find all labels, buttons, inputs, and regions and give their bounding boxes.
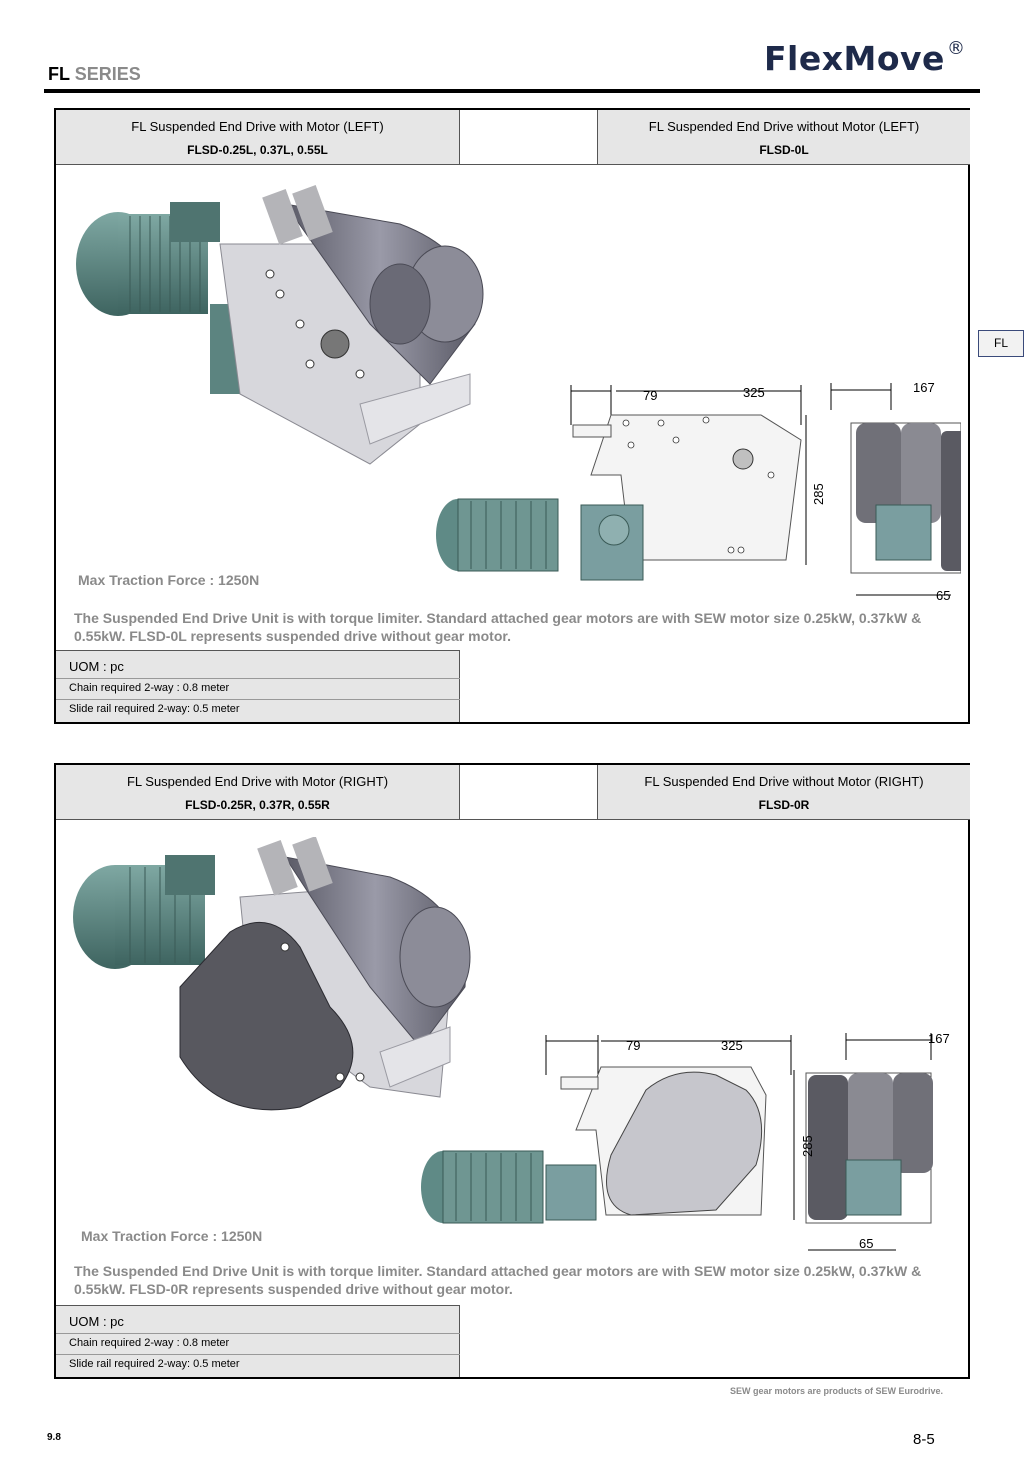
brand-logo: FlexMove®	[764, 38, 965, 78]
header-divider	[56, 819, 968, 820]
without-motor-title: FL Suspended End Drive without Motor (RI…	[644, 774, 924, 789]
series-word: SERIES	[74, 64, 141, 84]
dim-167: 167	[928, 1031, 950, 1046]
dim-167: 167	[913, 380, 935, 395]
uom-divider	[56, 1333, 460, 1334]
dim-325: 325	[721, 1038, 743, 1053]
page-title: FL SERIES	[48, 64, 141, 85]
traction-force: Max Traction Force : 1250N	[81, 1228, 263, 1244]
header-rule	[44, 89, 980, 93]
with-motor-header: FL Suspended End Drive with Motor (LEFT)…	[56, 110, 460, 165]
left-drive-panel: FL Suspended End Drive with Motor (LEFT)…	[54, 108, 970, 724]
brand-name: FlexMove	[764, 39, 945, 78]
rail-requirement: Slide rail required 2-way: 0.5 meter	[69, 703, 240, 715]
with-motor-code: FLSD-0.25L, 0.37L, 0.55L	[187, 143, 328, 157]
with-motor-code: FLSD-0.25R, 0.37R, 0.55R	[185, 798, 330, 812]
without-motor-header: FL Suspended End Drive without Motor (RI…	[597, 765, 970, 820]
without-motor-title: FL Suspended End Drive without Motor (LE…	[648, 119, 920, 134]
dimension-drawing: 79 325 167 285 65	[421, 1031, 950, 1251]
chain-requirement: Chain required 2-way : 0.8 meter	[69, 1337, 230, 1349]
uom-divider	[56, 699, 460, 700]
drive-unit-render	[73, 837, 471, 1111]
page-number: 8-5	[913, 1431, 935, 1448]
uom-box: UOM : pc Chain required 2-way : 0.8 mete…	[56, 650, 460, 722]
with-motor-title: FL Suspended End Drive with Motor (LEFT)	[131, 119, 384, 134]
dim-79: 79	[626, 1038, 640, 1053]
without-motor-code: FLSD-0R	[758, 798, 810, 812]
uom-label: UOM : pc	[69, 659, 124, 674]
dim-285: 285	[811, 483, 826, 505]
with-motor-header: FL Suspended End Drive with Motor (RIGHT…	[56, 765, 460, 820]
registered-mark: ®	[946, 38, 966, 59]
rail-requirement: Slide rail required 2-way: 0.5 meter	[69, 1358, 240, 1370]
with-motor-title: FL Suspended End Drive with Motor (RIGHT…	[126, 774, 389, 789]
dim-79: 79	[643, 388, 657, 403]
uom-box: UOM : pc Chain required 2-way : 0.8 mete…	[56, 1305, 460, 1377]
uom-label: UOM : pc	[69, 1314, 124, 1329]
without-motor-code: FLSD-0L	[759, 143, 809, 157]
series-prefix: FL	[48, 64, 70, 84]
right-drive-panel: FL Suspended End Drive with Motor (RIGHT…	[54, 763, 970, 1379]
drive-unit-render	[76, 185, 484, 465]
section-tab[interactable]: FL	[978, 330, 1024, 357]
footnote: SEW gear motors are products of SEW Euro…	[730, 1386, 944, 1396]
description: The Suspended End Drive Unit is with tor…	[74, 610, 922, 644]
chain-requirement: Chain required 2-way : 0.8 meter	[69, 682, 230, 694]
description: The Suspended End Drive Unit is with tor…	[74, 1263, 922, 1297]
uom-divider	[56, 1354, 460, 1355]
version-number: 9.8	[47, 1432, 61, 1443]
dim-325: 325	[743, 385, 765, 400]
dim-285: 285	[800, 1135, 815, 1157]
header-divider	[56, 164, 968, 165]
uom-divider	[56, 678, 460, 679]
dim-65: 65	[859, 1236, 873, 1251]
without-motor-header: FL Suspended End Drive without Motor (LE…	[597, 110, 970, 165]
dim-65: 65	[936, 588, 950, 603]
dimension-drawing: 79 325 167 285 65	[436, 380, 961, 603]
traction-force: Max Traction Force : 1250N	[78, 572, 260, 588]
